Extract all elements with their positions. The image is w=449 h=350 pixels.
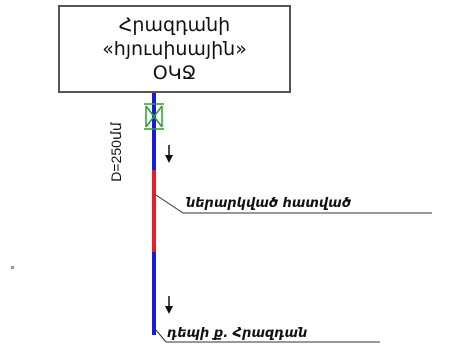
flow-arrow-icon (165, 296, 173, 314)
valve-icon (144, 103, 164, 130)
destination-label: դեպի ք. Հրազդան (167, 326, 308, 341)
marker-dot (11, 266, 14, 269)
section-leader-line (155, 194, 432, 214)
section-label: ներարկված հատված (186, 196, 351, 211)
flow-arrow-icon (165, 145, 173, 163)
title-line-2: «հյուսիսային» (102, 38, 247, 60)
diameter-label: D=250մմ (108, 122, 124, 182)
title-line-1: Հրազդանի (118, 14, 231, 36)
destination-leader-line (155, 329, 380, 343)
title-line-3: ՕԿՋ (152, 62, 197, 84)
title-box: Հրազդանի «հյուսիսային» ՕԿՋ (58, 5, 291, 93)
